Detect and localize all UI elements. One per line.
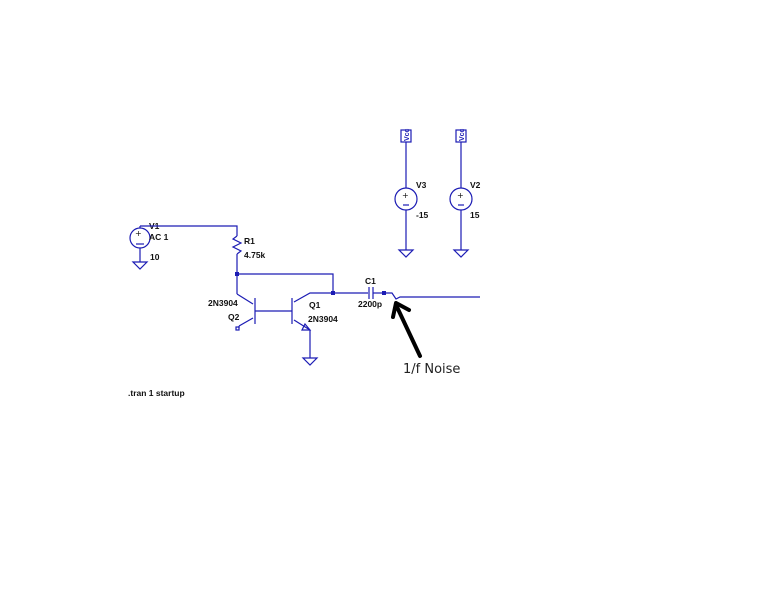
v3-name: V3 <box>416 180 427 190</box>
spice-directive[interactable]: .tran 1 startup <box>128 388 185 398</box>
noise-annotation: 1/f Noise <box>391 301 460 377</box>
wire-output <box>384 292 480 300</box>
wire-r1-node <box>237 273 334 293</box>
c1-name: C1 <box>365 276 376 286</box>
voltage-source-v3[interactable]: Vcc + V3 -15 <box>394 128 429 258</box>
svg-text:+: + <box>402 191 409 200</box>
v2-net-label: Vcc <box>459 128 466 141</box>
voltage-source-v2[interactable]: Vcc + V2 15 <box>449 128 481 258</box>
v1-dc-value: 10 <box>150 252 160 262</box>
transistor-q1[interactable]: Q1 2N3904 <box>291 292 338 366</box>
q1-name: Q1 <box>309 300 321 310</box>
q2-name: Q2 <box>228 312 240 322</box>
annotation-label: 1/f Noise <box>403 362 460 377</box>
v3-net-label: Vcc <box>404 128 411 141</box>
annotation-arrow-icon <box>395 305 422 358</box>
v2-ground-icon <box>452 249 470 258</box>
r1-name: R1 <box>244 236 255 246</box>
wire-v1-r1 <box>140 225 238 236</box>
v3-value: -15 <box>416 210 429 220</box>
v1-value: AC 1 <box>149 232 169 242</box>
svg-text:+: + <box>135 229 142 238</box>
v3-ground-icon <box>397 249 415 258</box>
v2-value: 15 <box>470 210 480 220</box>
voltage-source-v1[interactable]: + V1 AC 1 10 <box>129 221 169 270</box>
c1-value: 2200p <box>358 299 382 309</box>
v1-ground-icon <box>131 261 149 270</box>
resistor-r1[interactable]: R1 4.75k <box>231 235 266 274</box>
v2-name: V2 <box>470 180 481 190</box>
transistor-q2[interactable]: 2N3904 Q2 <box>208 274 292 331</box>
q1-model: 2N3904 <box>308 314 338 324</box>
r1-symbol <box>231 235 243 255</box>
q2-model: 2N3904 <box>208 298 238 308</box>
annotation-arrowhead-icon <box>391 301 411 319</box>
svg-text:+: + <box>457 191 464 200</box>
r1-value: 4.75k <box>244 250 266 260</box>
q1-ground-icon <box>301 357 319 366</box>
